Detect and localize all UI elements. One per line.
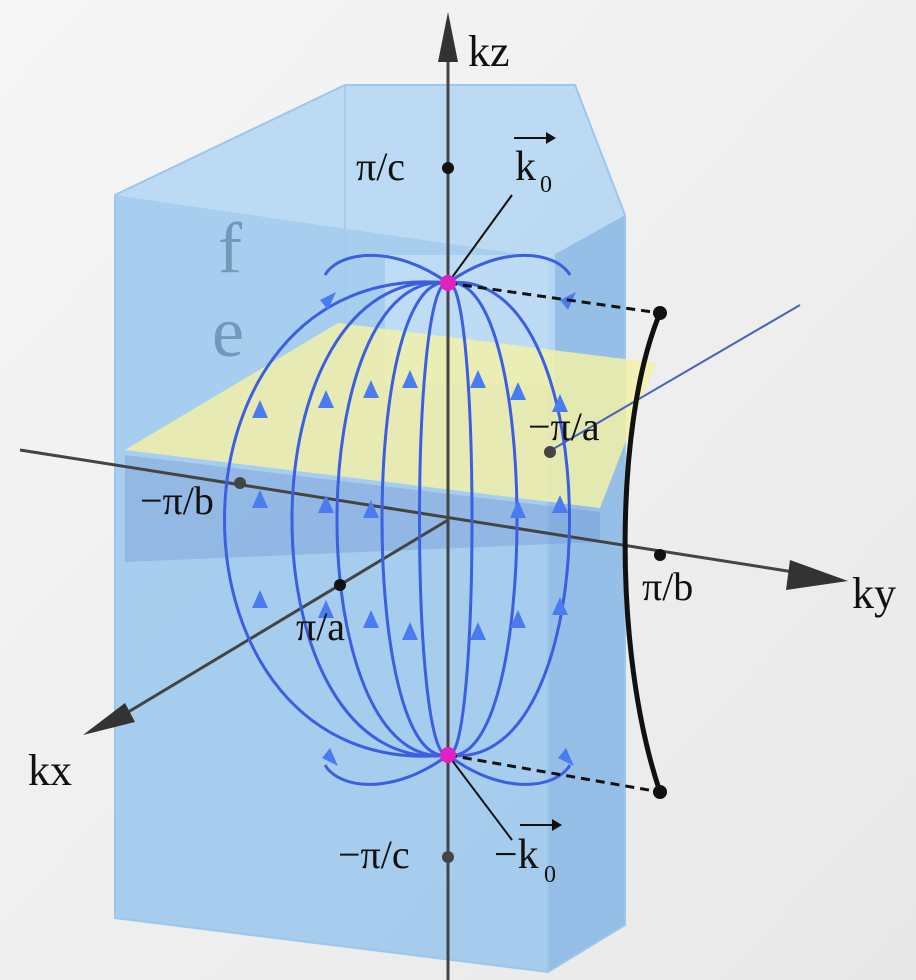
flow-arrowhead bbox=[402, 370, 418, 388]
kx-negative-tick-label: −π/a bbox=[528, 404, 600, 449]
k0-leader-line bbox=[447, 194, 513, 284]
k0-label-letter: k bbox=[515, 144, 536, 190]
minus-k0-leader-line bbox=[447, 754, 513, 841]
flow-line bbox=[418, 281, 449, 757]
flow-arrowhead bbox=[318, 495, 334, 513]
flow-arrowhead bbox=[252, 490, 268, 508]
kx-positive-tick bbox=[334, 579, 346, 591]
ky-positive-tick bbox=[654, 549, 666, 561]
kx-negative-tick bbox=[544, 446, 556, 458]
flow-arrowhead bbox=[318, 390, 334, 408]
flow-line bbox=[290, 280, 449, 758]
projection-line-top bbox=[447, 281, 661, 315]
flow-arrowhead bbox=[322, 748, 338, 766]
minus-k0-label-subscript: 0 bbox=[544, 862, 556, 888]
kz-top-tick-label: π/c bbox=[356, 144, 405, 189]
curve-endpoint-bottom bbox=[653, 785, 667, 799]
flow-lines bbox=[223, 253, 572, 786]
flow-line-loop bbox=[323, 753, 449, 786]
curved-cut-line bbox=[622, 312, 663, 793]
kx-axis-line bbox=[114, 518, 449, 722]
box-right-face bbox=[548, 215, 625, 972]
flow-arrowhead bbox=[552, 495, 568, 513]
flow-arrowhead bbox=[552, 597, 568, 615]
k0-label: k 0 bbox=[514, 132, 556, 198]
kx-axis-label: kx bbox=[28, 746, 72, 795]
flow-line bbox=[223, 280, 449, 758]
flow-line bbox=[380, 281, 449, 757]
projection-line-bottom bbox=[447, 753, 661, 794]
kz-axis-label: kz bbox=[468, 27, 510, 76]
flow-line-loop bbox=[323, 253, 449, 285]
k0-label-subscript: 0 bbox=[540, 172, 552, 198]
node-minus-k0 bbox=[440, 747, 456, 763]
flow-arrowhead bbox=[320, 292, 336, 310]
kz-axis-arrowhead bbox=[438, 12, 458, 62]
ky-positive-tick-label: π/b bbox=[642, 564, 693, 609]
kz-zero-plane bbox=[125, 323, 656, 508]
kx-axis-arrowhead bbox=[83, 703, 135, 735]
kx-axis-back-line bbox=[547, 304, 801, 453]
flow-line bbox=[447, 281, 519, 757]
ky-negative-tick-label: −π/b bbox=[140, 478, 214, 523]
flow-arrowhead bbox=[552, 394, 568, 412]
flow-arrowhead bbox=[402, 622, 418, 640]
flow-line bbox=[447, 281, 571, 758]
flow-arrowhead bbox=[318, 600, 334, 618]
minus-k0-label: −k 0 bbox=[494, 819, 562, 888]
ky-axis-line bbox=[19, 448, 801, 575]
flow-line-loop bbox=[447, 253, 572, 285]
flow-arrowhead bbox=[252, 590, 268, 608]
ky-negative-tick bbox=[234, 477, 246, 489]
flow-arrowhead bbox=[558, 748, 574, 766]
minus-k0-label-letter: −k bbox=[494, 832, 539, 878]
flow-arrowhead bbox=[510, 382, 526, 400]
node-k0 bbox=[440, 275, 456, 291]
kz-bottom-tick-label: −π/c bbox=[338, 832, 410, 877]
flow-arrowhead bbox=[470, 622, 486, 640]
axes bbox=[19, 12, 848, 980]
ky-axis-arrowhead bbox=[786, 560, 848, 590]
flow-arrowhead bbox=[363, 610, 379, 628]
flow-arrowhead bbox=[363, 380, 379, 398]
flow-line bbox=[447, 281, 474, 757]
kz-bottom-tick bbox=[442, 851, 454, 863]
kx-positive-tick-label: π/a bbox=[296, 604, 345, 649]
curve-endpoint-top bbox=[653, 306, 667, 320]
flow-arrowhead bbox=[252, 400, 268, 418]
flow-arrowhead bbox=[510, 610, 526, 628]
flow-arrowhead bbox=[470, 370, 486, 388]
flow-line bbox=[335, 281, 449, 757]
flow-arrowhead bbox=[363, 500, 379, 518]
flow-arrowhead bbox=[510, 500, 526, 518]
flow-line-loop bbox=[447, 753, 572, 786]
kz-top-tick bbox=[442, 162, 454, 174]
ky-axis-label: ky bbox=[852, 569, 896, 618]
